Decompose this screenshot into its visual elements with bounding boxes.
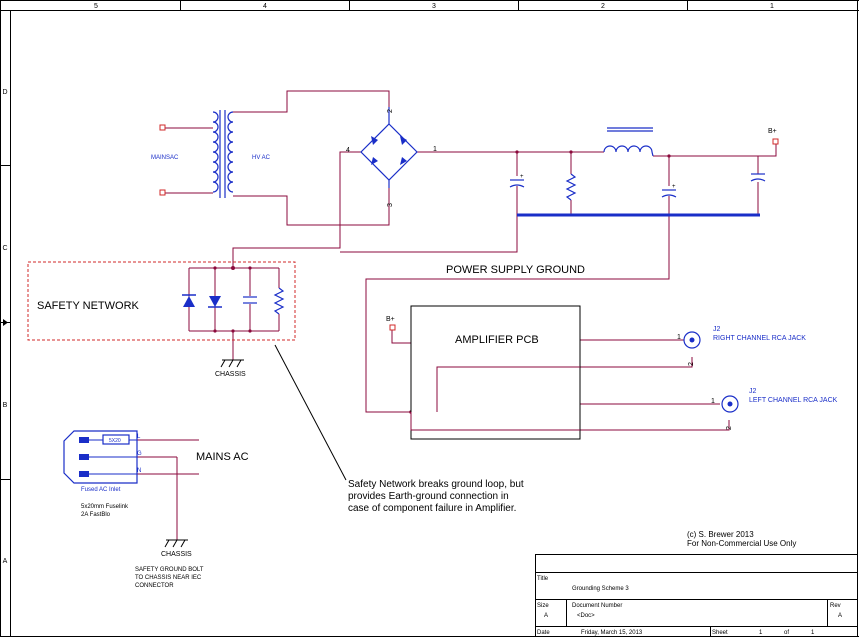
power-supply-ground-label: POWER SUPPLY GROUND <box>446 264 585 276</box>
amp-bplus-label: B+ <box>386 316 395 323</box>
bridge-diode-icons <box>371 136 407 165</box>
safety-network-box <box>27 261 296 341</box>
right-rca-jack-icon <box>683 331 701 349</box>
inlet-note-line: TO CHASSIS NEAR IEC <box>135 575 202 581</box>
note-leader-line <box>274 344 347 481</box>
sheet-total: 1 <box>811 630 815 636</box>
note-line: case of component failure in Amplifier. <box>348 503 516 514</box>
fuse-label: 5X20 <box>109 438 121 444</box>
iec-pin-label: G <box>137 451 142 457</box>
sheet-of-label: of <box>784 630 789 636</box>
jack-name-label: RIGHT CHANNEL RCA JACK <box>713 335 806 342</box>
date-field-value: Friday, March 15, 2013 <box>581 630 643 636</box>
bridge-pin-labels: 4 1 2 3 <box>346 109 437 207</box>
row-marker: C <box>2 245 7 252</box>
date-field-label: Date <box>537 630 550 636</box>
safety-capacitor <box>243 296 257 304</box>
size-field-label: Size <box>537 603 549 609</box>
title-field-value: Grounding Scheme 3 <box>572 586 629 592</box>
safety-network-label: SAFETY NETWORK <box>37 300 140 312</box>
docnum-field-label: Document Number <box>572 603 622 609</box>
inlet-chassis-label: CHASSIS <box>161 551 192 558</box>
iec-pin-label: N <box>137 468 141 474</box>
bridge-pin-label: 1 <box>433 146 437 153</box>
note-line: provides Earth-ground connection in <box>348 491 509 502</box>
column-marker: 1 <box>770 3 774 10</box>
column-marker: 4 <box>263 3 267 10</box>
column-marker: 2 <box>601 3 605 10</box>
inlet-note-line: CONNECTOR <box>135 583 174 589</box>
hv-ac-label: HV AC <box>252 155 271 161</box>
sheet-field-label: Sheet <box>712 630 728 636</box>
column-marker: 3 <box>432 3 436 10</box>
bridge-pin-label: 3 <box>387 203 394 207</box>
terminal-icons <box>159 124 166 196</box>
bridge-rectifier <box>360 107 418 188</box>
jack-ref-label: J2 <box>713 326 721 333</box>
column-marker: 5 <box>94 3 98 10</box>
row-markers: D C B A <box>2 89 7 565</box>
bplus-terminal-icon <box>772 138 779 145</box>
amp-bplus-terminal-icon <box>389 324 396 331</box>
iec-pin-label: L <box>137 434 141 440</box>
inlet-spec-line: 2A FastBlo <box>81 512 111 518</box>
rev-field-value: A <box>838 613 842 619</box>
inlet-title: Fused AC Inlet <box>81 487 121 493</box>
row-marker: B <box>3 402 8 409</box>
title-field-label: Title <box>537 576 549 582</box>
inlet-chassis-ground-icon <box>164 539 188 548</box>
jack-pin-label: 1 <box>677 334 681 341</box>
sheet-number: 1 <box>759 630 763 636</box>
safety-diode-2 <box>208 296 222 308</box>
iec-internal-wires <box>89 439 137 475</box>
inlet-spec-line: 5x20mm Fuselink <box>81 504 129 510</box>
safety-diode-1 <box>182 294 196 307</box>
jack-name-label: LEFT CHANNEL RCA JACK <box>749 397 838 404</box>
jack-pin-label: 1 <box>711 398 715 405</box>
polarity-plus-icons: + + <box>520 174 676 190</box>
jack-pin-label: 2 <box>688 362 695 366</box>
note-line: Safety Network breaks ground loop, but <box>348 479 524 490</box>
plus-icon: + <box>520 174 524 180</box>
filter-capacitor-2 <box>661 189 677 198</box>
copyright-line: (c) S. Brewer 2013 <box>687 530 754 539</box>
row-marker: D <box>2 89 7 96</box>
title-block-text: Title Grounding Scheme 3 Size A Document… <box>537 576 842 636</box>
amp-internal-wires <box>410 366 580 431</box>
amplifier-pcb <box>410 305 581 440</box>
plus-icon: + <box>672 184 676 190</box>
filter-choke <box>603 127 654 157</box>
jack-ref-label: J2 <box>749 388 757 395</box>
bplus-label: B+ <box>768 128 777 135</box>
amplifier-label: AMPLIFIER PCB <box>455 334 539 346</box>
row-marker: A <box>3 558 8 565</box>
title-block <box>535 554 858 637</box>
inlet-note-line: SAFETY GROUND BOLT <box>135 567 204 573</box>
filter-capacitor-3 <box>750 173 766 182</box>
bridge-pin-label: 2 <box>387 109 394 113</box>
transformer <box>212 110 234 198</box>
rev-field-label: Rev <box>830 603 841 609</box>
safety-resistor <box>273 287 285 315</box>
chassis-ground-icon <box>220 359 244 368</box>
bridge-pin-label: 4 <box>346 147 350 154</box>
chassis-label: CHASSIS <box>215 371 246 378</box>
mains-ac-label: MAINSAC <box>151 155 179 161</box>
mains-ac-inlet-label: MAINS AC <box>196 451 249 463</box>
jack-pin-label: 2 <box>726 426 733 430</box>
iec-pin-icons <box>79 437 89 477</box>
size-field-value: A <box>544 613 548 619</box>
column-markers: 5 4 3 2 1 <box>94 3 774 10</box>
filter-capacitor-1 <box>509 179 525 188</box>
docnum-field-value: <Doc> <box>577 613 595 619</box>
border-arrow-icon <box>3 319 8 326</box>
left-rca-jack-icon <box>721 395 739 413</box>
bleeder-resistor <box>565 173 577 201</box>
copyright-line: For Non-Commercial Use Only <box>687 539 796 548</box>
